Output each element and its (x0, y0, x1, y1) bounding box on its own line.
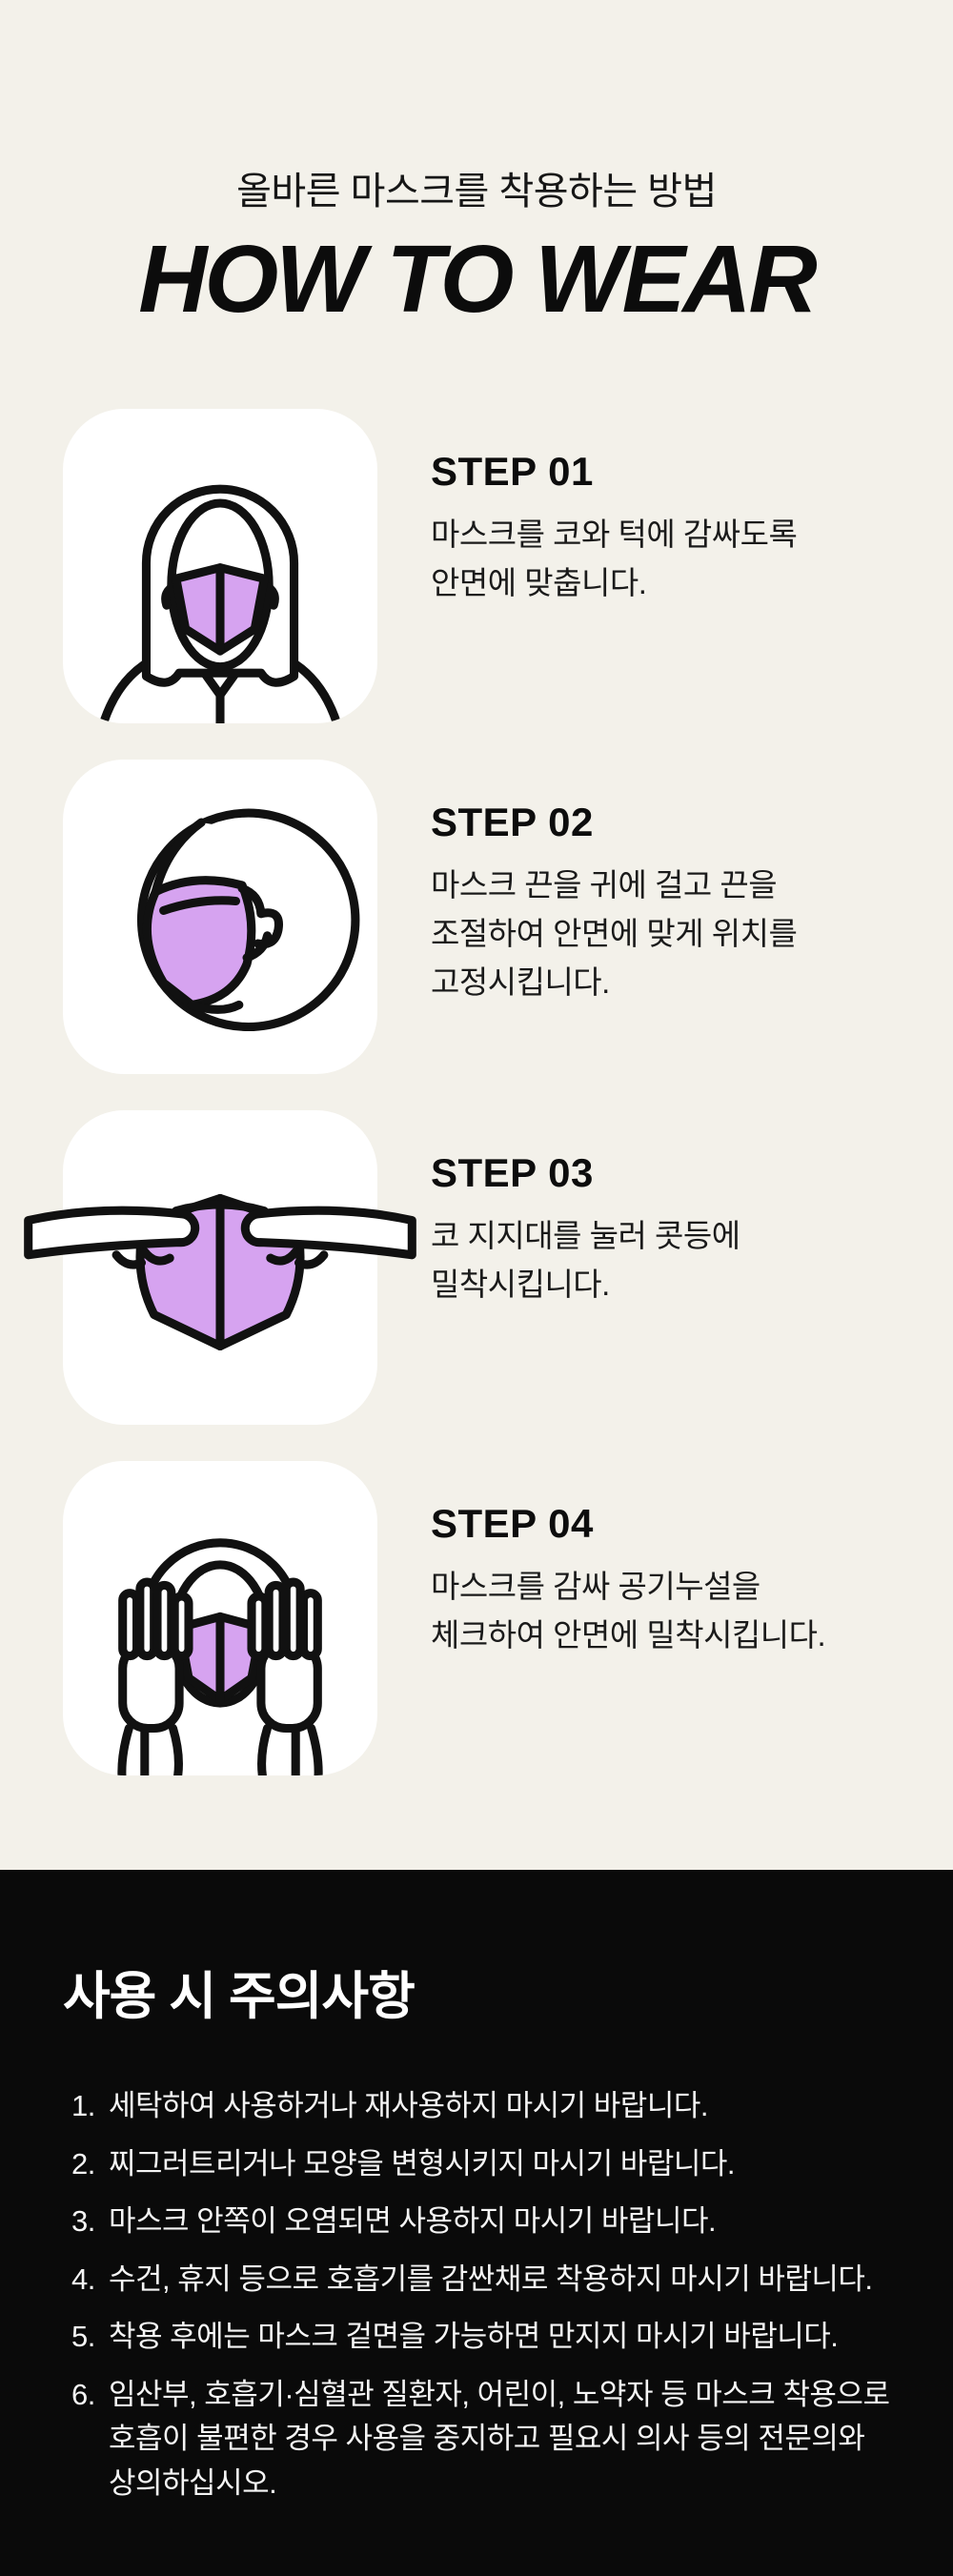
nose-wire-press-icon (24, 1110, 377, 1425)
caution-section: 사용 시 주의사항 세탁하여 사용하거나 재사용하지 마시기 바랍니다. 찌그러… (0, 1870, 953, 2576)
face-front-mask-illustration (98, 484, 342, 723)
step-description: 마스크를 감싸 공기누설을 체크하여 안면에 밀착시킵니다. (431, 1569, 826, 1653)
caution-title: 사용 시 주의사항 (63, 1968, 416, 2025)
caution-item-6: 임산부, 호흡기·심혈관 질환자, 어린이, 노약자 등 마스크 착용으로 호흡… (103, 2373, 896, 2506)
seal-check-hands-illustration (117, 1538, 377, 1775)
step-label: STEP 01 (431, 449, 594, 494)
step-text-2: STEP 02 마스크 끈을 귀에 걸고 끈을 조절하여 안면에 맞게 위치를 … (431, 760, 798, 1006)
page-title: HOW TO WEAR (138, 226, 818, 333)
caution-item-1: 세탁하여 사용하거나 재사용하지 마시기 바랍니다. (103, 2084, 896, 2129)
step-text-1: STEP 01 마스크를 코와 턱에 감싸도록 안면에 맞춥니다. (431, 409, 798, 607)
step-description: 코 지지대를 눌러 콧등에 밀착시킵니다. (431, 1218, 740, 1303)
caution-item-3: 마스크 안쪽이 오염되면 사용하지 마시기 바랍니다. (103, 2200, 896, 2244)
step-label: STEP 03 (431, 1150, 594, 1195)
face-front-mask-icon (63, 409, 377, 723)
step-row-2: STEP 02 마스크 끈을 귀에 걸고 끈을 조절하여 안면에 맞게 위치를 … (63, 760, 953, 1074)
caution-item-4: 수건, 휴지 등으로 호흡기를 감싼채로 착용하지 마시기 바랍니다. (103, 2258, 896, 2302)
step-text-3: STEP 03 코 지지대를 눌러 콧등에 밀착시킵니다. (431, 1110, 740, 1308)
step-text-4: STEP 04 마스크를 감싸 공기누설을 체크하여 안면에 밀착시킵니다. (431, 1461, 826, 1659)
seal-check-hands-icon (63, 1461, 377, 1775)
nose-wire-press-illustration (24, 1193, 377, 1351)
header: 올바른 마스크를 착용하는 방법 HOW TO WEAR (0, 0, 953, 335)
step-label: STEP 04 (431, 1501, 594, 1546)
step-row-4: STEP 04 마스크를 감싸 공기누설을 체크하여 안면에 밀착시킵니다. (63, 1461, 953, 1775)
steps-list: STEP 01 마스크를 코와 턱에 감싸도록 안면에 맞춥니다. (0, 409, 953, 1775)
step-description: 마스크 끈을 귀에 걸고 끈을 조절하여 안면에 맞게 위치를 고정시킵니다. (431, 867, 798, 1001)
step-label: STEP 02 (431, 800, 594, 844)
face-profile-strap-icon (63, 760, 377, 1074)
caution-item-5: 착용 후에는 마스크 겉면을 가능하면 만지지 마시기 바랍니다. (103, 2315, 896, 2360)
face-profile-strap-illustration (136, 808, 360, 1032)
caution-list: 세탁하여 사용하거나 재사용하지 마시기 바랍니다. 찌그러트리거나 모양을 변… (63, 2084, 896, 2505)
step-row-1: STEP 01 마스크를 코와 턱에 감싸도록 안면에 맞춥니다. (63, 409, 953, 723)
step-row-3: STEP 03 코 지지대를 눌러 콧등에 밀착시킵니다. (24, 1110, 953, 1425)
step-description: 마스크를 코와 턱에 감싸도록 안면에 맞춥니다. (431, 517, 798, 601)
caution-item-2: 찌그러트리거나 모양을 변형시키지 마시기 바랍니다. (103, 2142, 896, 2187)
korean-subtitle: 올바른 마스크를 착용하는 방법 (236, 171, 717, 213)
